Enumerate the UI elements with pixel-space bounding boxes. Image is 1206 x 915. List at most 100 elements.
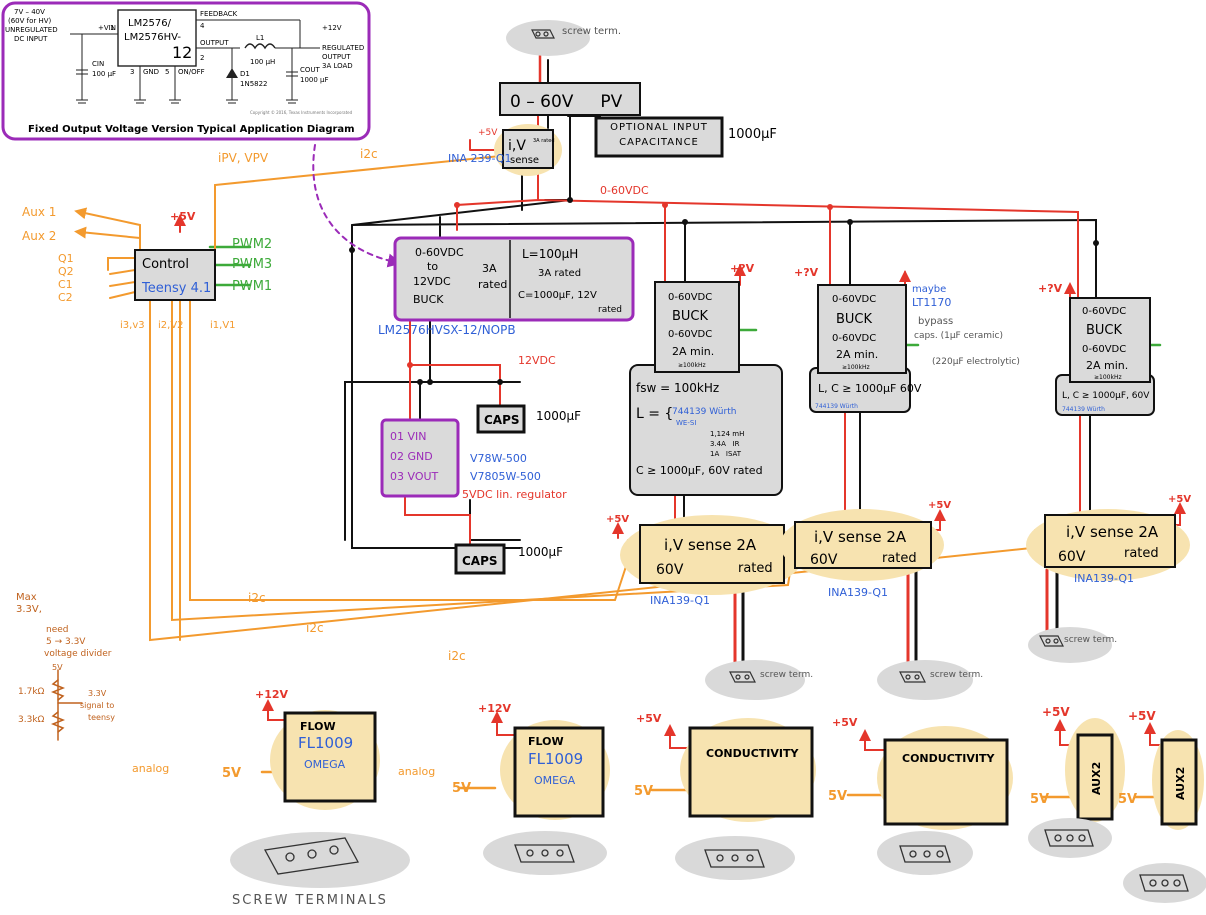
screw-term-label-3: screw term. [1064, 635, 1117, 645]
i2c-label-1: i2c [248, 591, 266, 605]
ds-out3: OUTPUT [322, 53, 351, 61]
sense3-5v: +5V [1168, 494, 1191, 505]
flow1-l1: FLOW [300, 720, 336, 733]
screw-term-label-1: screw term. [760, 670, 813, 680]
buck2-bypass1: bypass [918, 316, 953, 327]
sense3-part: INA139-Q1 [1074, 572, 1134, 585]
cond2-5v: +5V [832, 716, 858, 729]
sense1-line2a: 60V [656, 562, 684, 578]
pv-sense-iv: i,V [508, 138, 526, 154]
buck2-lc-part: 744139 Würth [815, 403, 858, 410]
pv-sense-box [502, 129, 554, 169]
buck12-right4: rated [598, 305, 622, 315]
datasheet-reference-panel: 7V – 40V (60V for HV) UNREGULATED DC INP… [1, 1, 371, 141]
conductivity-sensor-1: CONDUCTIVITY +5V 5V [634, 712, 816, 822]
junction-dots [349, 197, 1099, 385]
pwm2-label: PWM2 [232, 237, 272, 252]
buck-12v-section: 0-60VDC to 12VDC BUCK 3A rated L=100µH 3… [378, 236, 635, 434]
ds-output: OUTPUT [200, 39, 229, 47]
datasheet-border [1, 1, 371, 141]
red-junction-dots [407, 202, 833, 368]
optional-input-cap-box [594, 116, 724, 158]
conductivity-sensor-2: CONDUCTIVITY +5V 5V [828, 716, 1013, 830]
ds-d1: D1 [240, 70, 250, 78]
ds-cin: CIN [92, 60, 104, 68]
ds-pin5: 5 [165, 68, 169, 76]
sense2-part: INA139-Q1 [828, 586, 888, 599]
buck2-bypass3: (220µF electrolytic) [932, 357, 1020, 367]
bus-voltage-label: 0-60VDC [600, 184, 649, 197]
current-sense-2: i,V sense 2A 60V rated +5V INA139-Q1 [780, 500, 951, 599]
aux2a-5v-in: 5V [1030, 792, 1049, 807]
i2c-label-3: i2c [448, 649, 466, 663]
reg5-caps: CAPS [462, 554, 498, 568]
buck1-plus: +?V [730, 262, 755, 275]
flow2-l1: FLOW [528, 735, 564, 748]
cond1-5v-in: 5V [634, 784, 653, 799]
sense2-box [794, 521, 932, 569]
buck1-cval: C ≥ 1000µF, 60V rated [636, 464, 763, 477]
screw-terminals-mid: screw term. screw term. screw term. [705, 627, 1117, 700]
reg5-caps-val: 1000µF [518, 545, 563, 559]
aux2b-5v-in: 5V [1118, 792, 1137, 807]
q2-label: Q2 [58, 265, 74, 278]
buck1-l3: 0-60VDC [668, 329, 712, 340]
buck1-l5: ≥100kHz [678, 362, 706, 369]
c2-label: C2 [58, 291, 73, 304]
buck-converter-2: 0-60VDC BUCK 0-60VDC 2A min. ≥100kHz +?V… [794, 266, 1020, 413]
cond2-5v-in: 5V [828, 789, 847, 804]
cond1-5v: +5V [636, 712, 662, 725]
buck12-caps-val: 1000µF [536, 409, 581, 423]
ds-l1: L1 [256, 34, 264, 42]
buck12-mid2: rated [478, 278, 507, 291]
flow2-box [513, 726, 605, 818]
buck2-maybe: maybe [912, 284, 946, 295]
optional-cap-text-wrap: OPTIONAL INPUT CAPACITANCE [610, 122, 707, 148]
pv-sense-word: sense [510, 155, 539, 166]
ds-pin2: 2 [200, 54, 204, 62]
buck3-plus: +?V [1038, 282, 1063, 295]
div-r1: 1.7kΩ [18, 687, 45, 697]
reg5-pin2: 02 GND [390, 450, 433, 463]
reg5-out-label: 5VDC lin. regulator [462, 488, 567, 501]
buck2-lc: L, C ≥ 1000µF 60V [818, 382, 922, 395]
reg5-out-wrap: 5VDC lin. regulator [462, 488, 567, 501]
aux1-label: Aux 1 [22, 205, 56, 219]
pwm1-label: PWM1 [232, 279, 272, 294]
ds-out2: REGULATED [322, 44, 364, 52]
buck1-box [654, 281, 740, 373]
screw-terminals-label: SCREW TERMINALS [232, 893, 388, 908]
flow2-l2: FL1009 [528, 750, 583, 768]
buck2-lt: LT1170 [912, 296, 951, 309]
buck1-fsw: fsw = 100kHz [636, 381, 719, 395]
buck1-l2: BUCK [672, 309, 709, 324]
ds-vin-line2: (60V for HV) [8, 17, 52, 25]
buck12-right3: C=1000µF, 12V [518, 290, 597, 301]
sense2-line1: i,V sense 2A [814, 528, 907, 546]
pv-box-label: 0 – 60V PV [510, 92, 623, 112]
ds-copyright: Copyright © 2016, Texas Instruments Inco… [250, 110, 353, 115]
pv-box [499, 82, 641, 116]
buck12-caps-box [476, 404, 526, 434]
i1v1-label: i1,V1 [210, 320, 236, 331]
div-range: 5 → 3.3V [46, 637, 86, 647]
cond1-label: CONDUCTIVITY [706, 747, 799, 760]
i2v2-label: i2,V2 [158, 320, 184, 331]
buck2-l3: 0-60VDC [832, 333, 876, 344]
buck1-l-equals: L = { [636, 406, 673, 422]
flow1-l2: FL1009 [298, 734, 353, 752]
teensy-line1: Control [142, 257, 189, 272]
buck2-l1: 0-60VDC [832, 294, 876, 305]
ds-chip-line2: LM2576HV- [124, 32, 181, 43]
flow-sensor-2: FLOW FL1009 OMEGA +12V 5V analog [398, 702, 610, 820]
ina239-label-1: INA 239-Q1 [448, 152, 512, 165]
cond2-box [883, 738, 1009, 826]
lm2576-chip [117, 9, 197, 67]
buck-converter-1: 0-60VDC BUCK 0-60VDC 2A min. ≥100kHz +?V… [629, 262, 783, 496]
aux2-module-1: AUX2 +5V 5V [1030, 705, 1125, 822]
buck3-box [1069, 297, 1151, 383]
div-out2: signal to [80, 701, 114, 710]
i2c-label-2: i2c [306, 621, 324, 635]
ds-pin3: 3 [130, 68, 134, 76]
sense3-line2a: 60V [1058, 549, 1086, 565]
